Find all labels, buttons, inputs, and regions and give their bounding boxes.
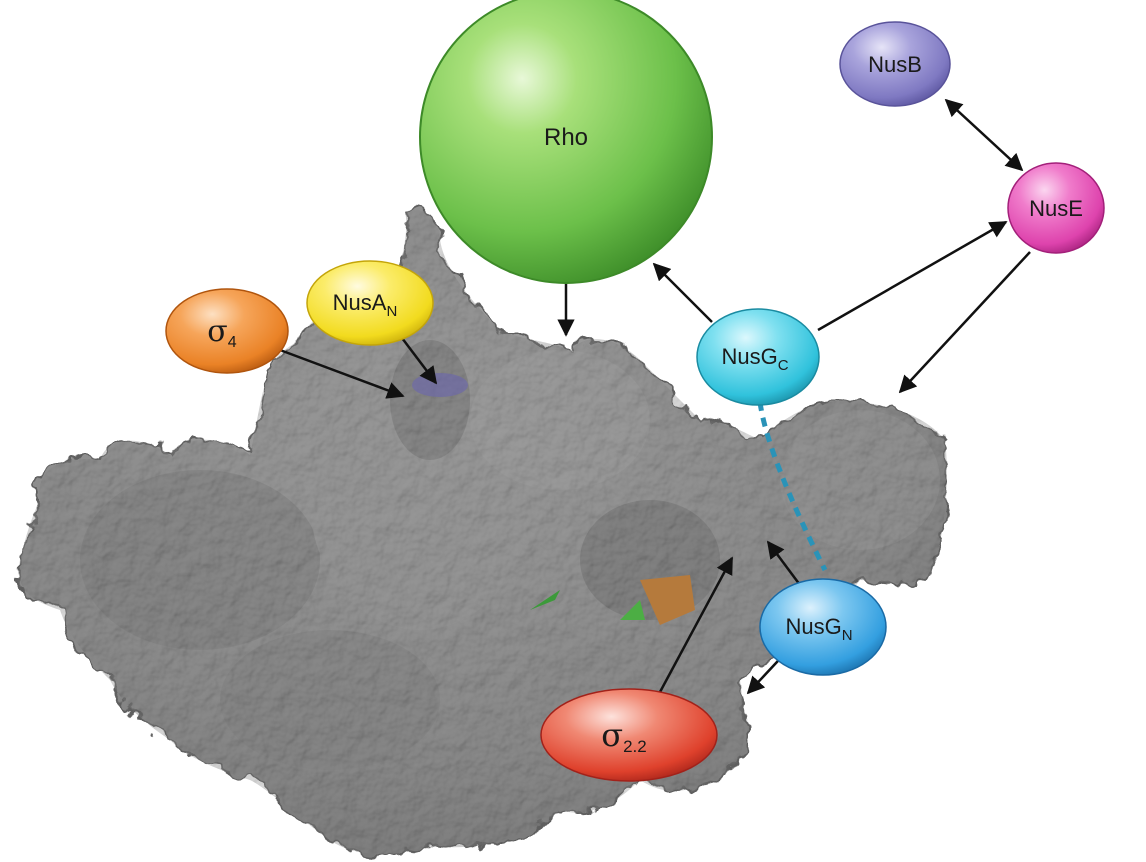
node-nusb: NusB — [839, 21, 951, 107]
sigma4-label-main: σ — [207, 314, 227, 349]
nusgc-label-main: NusG — [721, 344, 777, 369]
nusgc-sphere — [696, 308, 820, 406]
node-nuse: NusE — [1007, 162, 1105, 254]
node-sigma4: σ4 — [165, 288, 289, 374]
nusgn-label-sub: N — [842, 627, 853, 644]
node-nusan: NusAN — [306, 260, 434, 346]
nusan-label-sub: N — [386, 303, 397, 320]
sigma22-label-main: σ — [601, 716, 623, 754]
nusan-label-main: NusA — [333, 290, 387, 315]
nusb-sphere — [839, 21, 951, 107]
nuse-label: NusE — [1029, 196, 1083, 221]
arrow-nusgc-to-rho — [652, 262, 713, 323]
nusgn-label-main: NusG — [785, 614, 841, 639]
arrow-nusgn-to-rnap — [766, 540, 802, 586]
nusan-sphere — [306, 260, 434, 346]
sigma4-label-sub: 4 — [228, 334, 237, 351]
nuse-sphere — [1007, 162, 1105, 254]
nusan-label: NusAN — [333, 290, 398, 320]
nusb-label: NusB — [868, 52, 922, 77]
nusgn-label: NusGN — [785, 614, 852, 644]
rna-strand-orange — [640, 575, 695, 625]
sigma4-sphere — [165, 288, 289, 374]
nusgc-label-sub: C — [778, 357, 789, 374]
arrow-nusan-to-rnap — [401, 337, 438, 385]
rho-label: Rho — [544, 124, 588, 151]
sigma22-label: σ2.2 — [601, 716, 646, 756]
arrow-sigma22-to-rnap — [658, 556, 734, 693]
dna-strand-green — [530, 570, 570, 610]
interaction-arrows — [279, 98, 1031, 695]
nusa-binding-patch — [412, 373, 468, 397]
sigma22-label-sub: 2.2 — [623, 737, 647, 756]
rnap-protein-surface — [18, 208, 948, 855]
sigma4-label: σ4 — [207, 314, 236, 351]
rho-sphere — [419, 0, 713, 284]
sigma22-sphere — [540, 688, 718, 782]
node-nusgc: NusGC — [696, 308, 820, 406]
dna-strand-green-2 — [620, 600, 645, 620]
nusgc-label: NusGC — [721, 344, 788, 374]
arrow-nusgc-to-nuse — [817, 220, 1008, 332]
node-sigma22: σ2.2 — [540, 688, 718, 782]
node-nusgn: NusGN — [759, 578, 887, 676]
arrow-sigma4-to-rnap — [279, 348, 405, 399]
arrow-nusb-nuse — [944, 98, 1024, 172]
nusgn-sphere — [759, 578, 887, 676]
arrow-nuse-to-rnap — [898, 251, 1031, 394]
node-rho: Rho — [419, 0, 713, 284]
